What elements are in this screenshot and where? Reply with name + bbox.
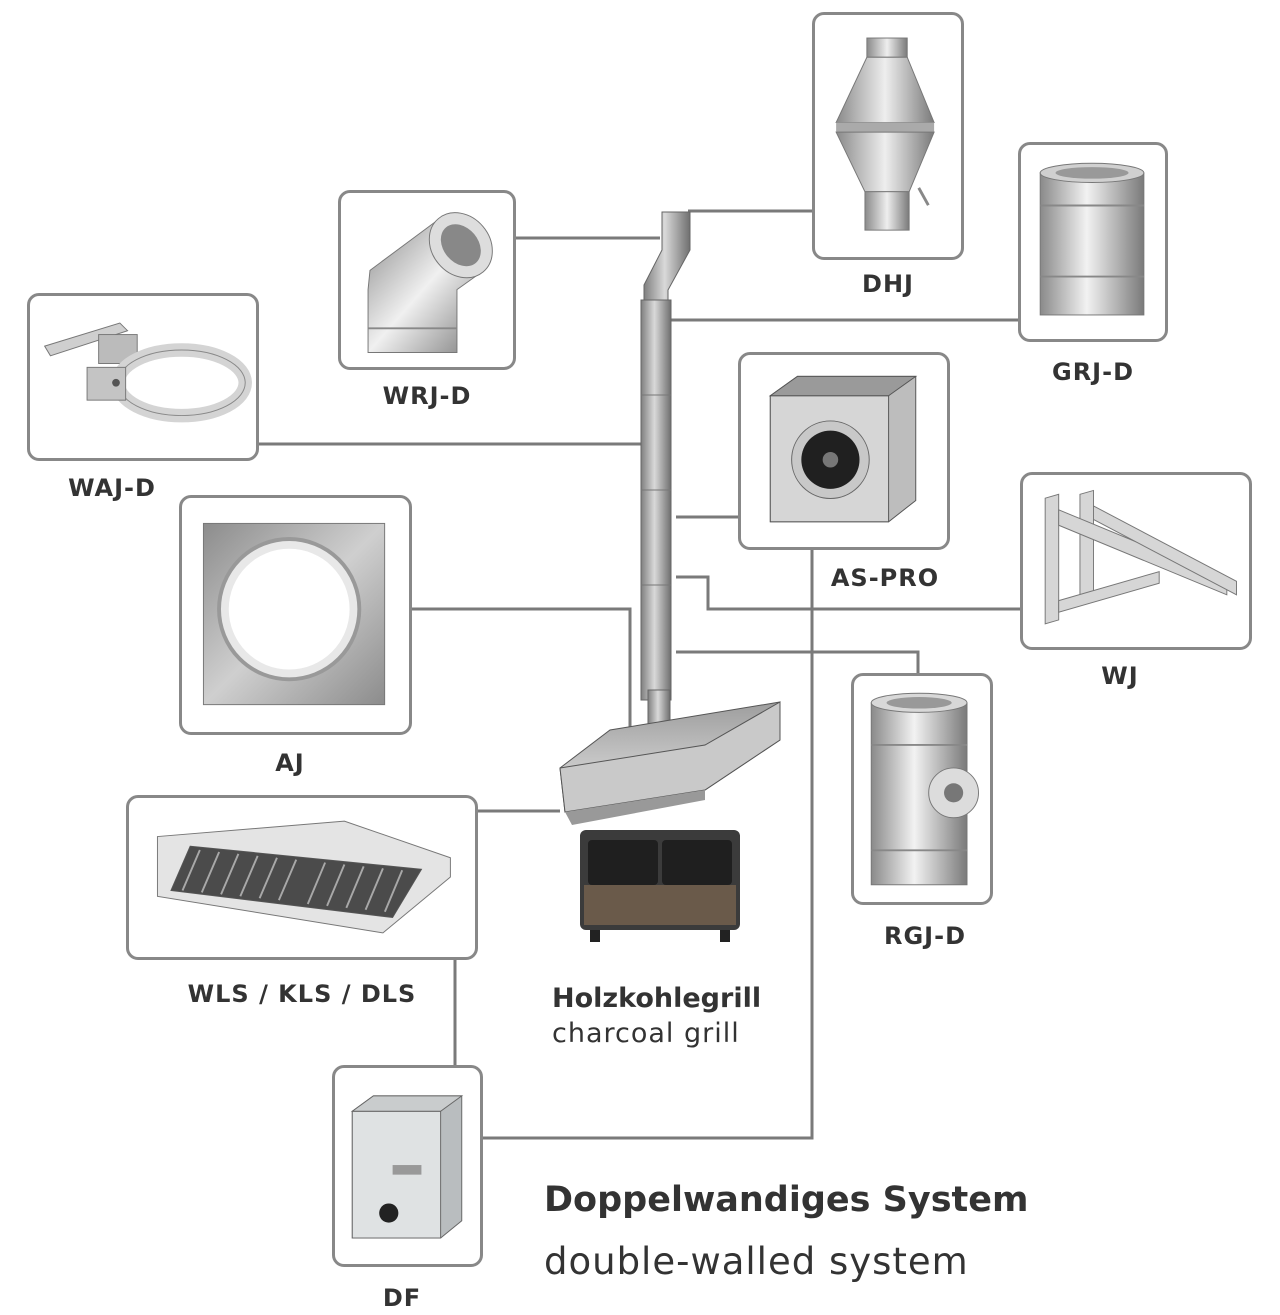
grj-d-card[interactable] bbox=[1018, 142, 1168, 342]
grill-subtitle: charcoal grill bbox=[552, 1018, 740, 1049]
rgj-d-label: RGJ-D bbox=[884, 922, 966, 950]
dhj-label: DHJ bbox=[862, 270, 914, 298]
wj-card[interactable] bbox=[1020, 472, 1252, 650]
df-card[interactable] bbox=[332, 1065, 483, 1267]
system-title: Doppelwandiges System bbox=[544, 1180, 1029, 1220]
line-rgj-d bbox=[676, 650, 920, 673]
aj-card[interactable] bbox=[179, 495, 412, 735]
rgj-d-card[interactable] bbox=[851, 673, 993, 905]
elbow-pipe-icon bbox=[367, 212, 493, 353]
line-aj bbox=[412, 607, 632, 735]
connection-plate-icon bbox=[202, 522, 386, 706]
wls-card[interactable] bbox=[126, 795, 478, 960]
wj-label: WJ bbox=[1101, 662, 1139, 690]
df-label: DF bbox=[382, 1284, 422, 1312]
chimney-cowl-icon bbox=[835, 37, 935, 231]
wls-label: WLS / KLS / DLS bbox=[187, 980, 417, 1008]
as-pro-card[interactable] bbox=[738, 352, 950, 550]
wall-bracket-icon bbox=[43, 322, 252, 423]
grill-hood-icon bbox=[559, 701, 781, 825]
line-df-aspro bbox=[483, 550, 814, 1140]
line-wj bbox=[676, 575, 1020, 611]
system-subtitle: double-walled system bbox=[544, 1240, 969, 1283]
dhj-card[interactable] bbox=[812, 12, 964, 260]
hood-icon bbox=[156, 820, 451, 934]
waj-d-label: WAJ-D bbox=[68, 474, 156, 502]
speed-controller-icon bbox=[350, 1095, 464, 1239]
grill-title: Holzkohlegrill bbox=[552, 983, 762, 1014]
grj-d-label: GRJ-D bbox=[1052, 358, 1134, 386]
as-pro-label: AS-PRO bbox=[830, 564, 940, 592]
wrj-d-card[interactable] bbox=[338, 190, 516, 370]
waj-d-card[interactable] bbox=[27, 293, 259, 461]
fan-box-icon bbox=[768, 375, 918, 523]
wrj-d-label: WRJ-D bbox=[382, 382, 472, 410]
pipe-section-icon bbox=[1039, 162, 1145, 316]
aj-label: AJ bbox=[275, 749, 305, 777]
tee-pipe-icon bbox=[870, 692, 979, 886]
charcoal-grill-icon bbox=[580, 830, 740, 942]
wall-console-icon bbox=[1044, 489, 1237, 625]
